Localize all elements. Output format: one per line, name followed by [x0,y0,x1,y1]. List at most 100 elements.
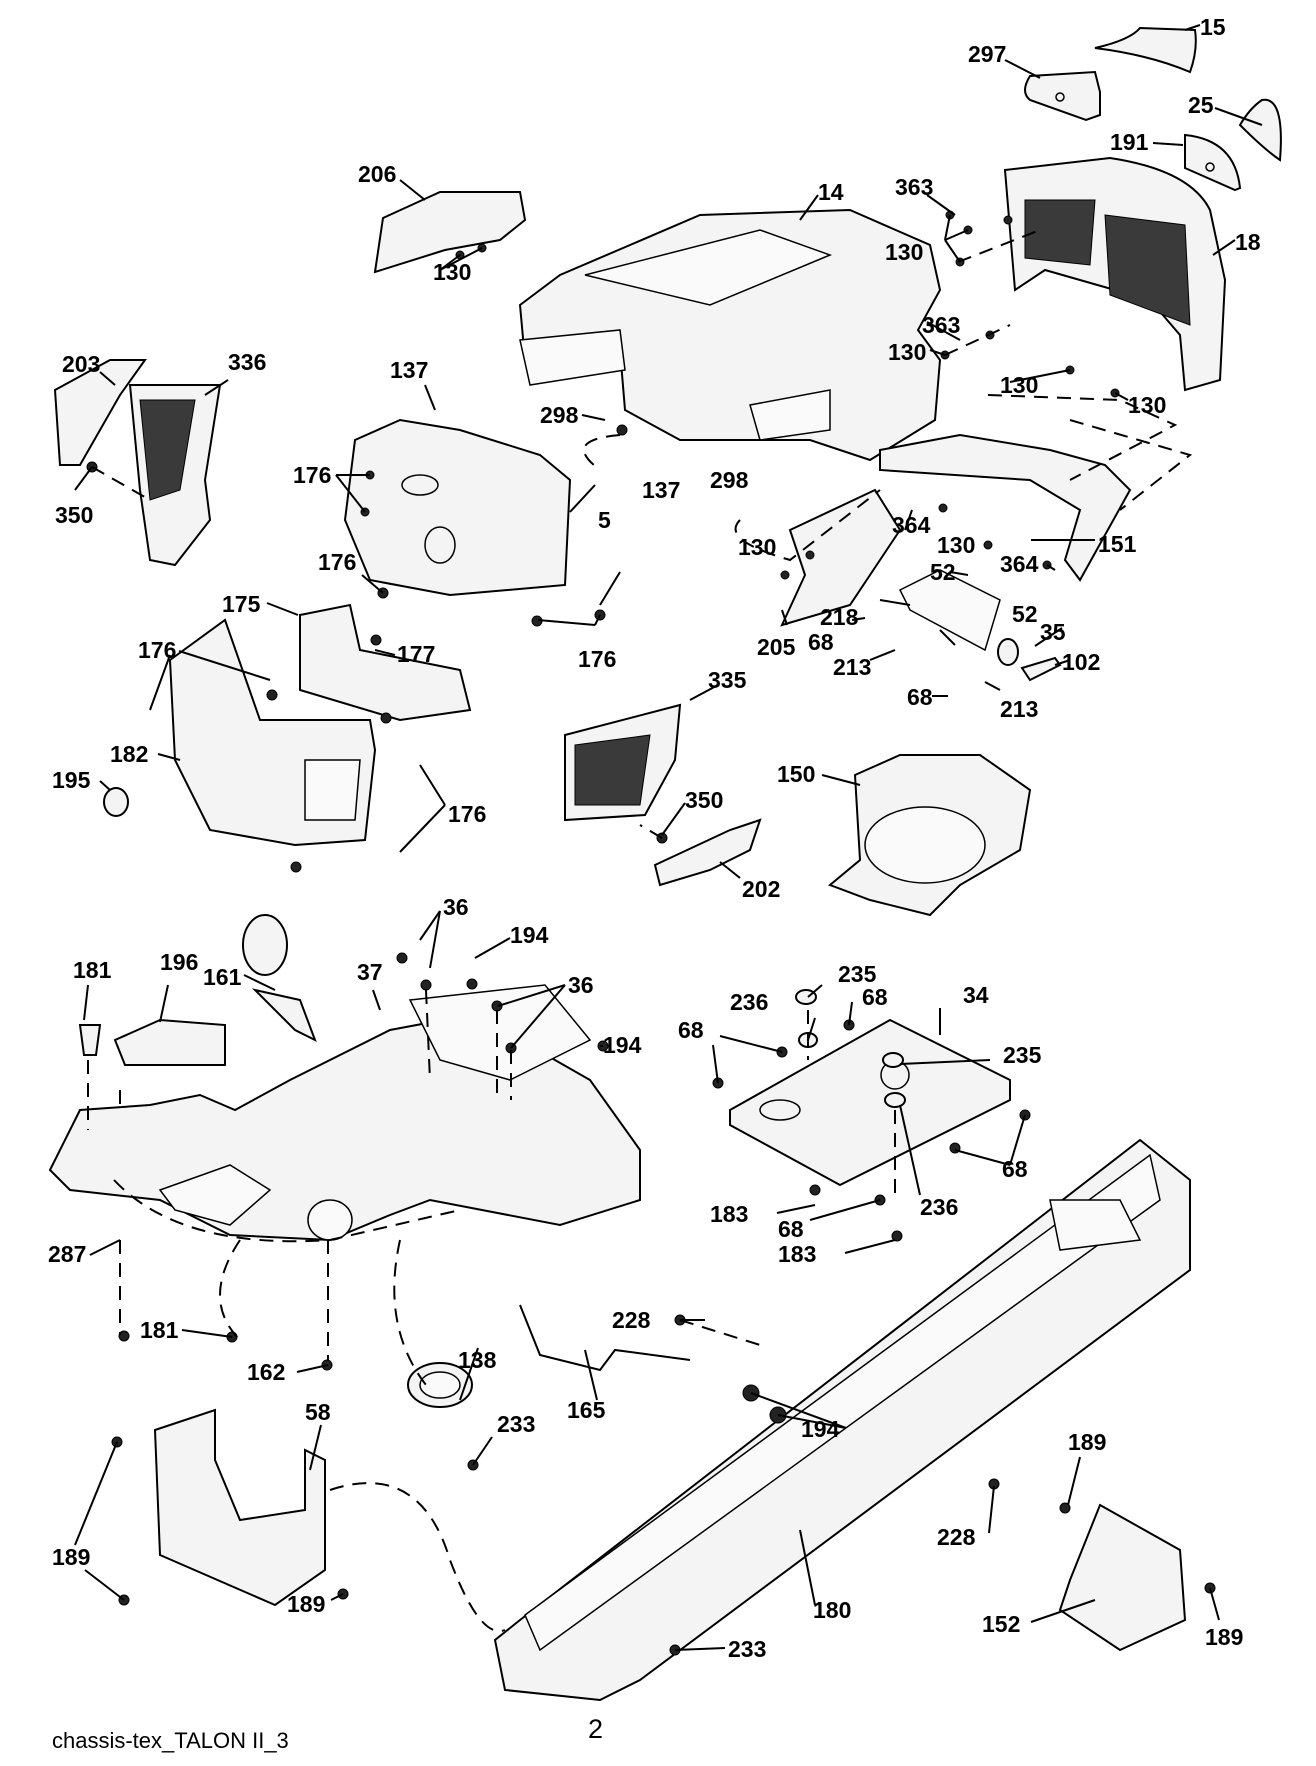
callout-176-b: 176 [318,549,356,575]
grommet-195 [103,787,129,817]
callout-202: 202 [742,876,780,902]
callout-189-a: 189 [1068,1429,1106,1455]
callout-36-b: 36 [568,972,594,998]
callout-183-a: 183 [710,1201,748,1227]
shield-205 [780,488,902,627]
callout-5: 5 [598,507,611,533]
spacer-235-b [882,1052,904,1068]
callout-165: 165 [567,1397,606,1423]
callout-180: 180 [813,1597,851,1623]
callout-130-c: 130 [888,339,926,365]
engine-plate-34 [729,1018,1011,1187]
callout-205: 205 [757,634,796,660]
lens-15 [1094,26,1197,74]
callouts: 15 297 25 191 18 14 206 363 130 130 363 … [48,14,1261,1662]
light-housing-191 [1184,133,1242,192]
callout-191: 191 [1110,129,1149,155]
bracket-175 [299,603,472,722]
callout-137-a: 137 [390,357,428,383]
callout-297: 297 [968,41,1006,67]
callout-161: 161 [203,964,242,990]
callout-189-d: 189 [1205,1624,1243,1650]
spacer-236-b [884,1092,906,1108]
callout-236-b: 236 [920,1194,958,1220]
callout-196: 196 [160,949,198,975]
hood-14 [518,208,942,462]
shroud-150 [828,754,1032,917]
bracket-203 [53,359,147,466]
callout-287: 287 [48,1241,86,1267]
mounting-plate-218 [898,569,1001,652]
callout-130-d: 130 [1000,372,1038,398]
callout-298-a: 298 [540,402,579,428]
callout-206: 206 [358,161,396,187]
callout-194-b: 194 [603,1032,642,1058]
boot-138 [407,1362,473,1408]
callout-233-b: 233 [728,1636,766,1662]
callout-181-a: 181 [73,957,112,983]
callout-194-a: 194 [510,922,549,948]
callout-194-c: 194 [801,1416,840,1442]
callout-213-b: 213 [1000,696,1038,722]
callout-195: 195 [52,767,91,793]
callout-52-b: 52 [1012,601,1038,627]
callout-58: 58 [305,1399,331,1425]
callout-363-a: 363 [895,174,933,200]
callout-36-a: 36 [443,894,469,920]
callout-364-a: 364 [892,512,931,538]
callout-130-g: 130 [937,532,975,558]
bracket-202 [653,818,762,887]
callout-37: 37 [357,959,383,985]
bracket-151 [879,433,1132,582]
callout-68-c: 68 [862,984,888,1010]
page-number: 2 [588,1714,604,1744]
dash-panel-206 [373,191,527,274]
callout-183-b: 183 [778,1241,816,1267]
callout-176-e: 176 [448,801,486,827]
callout-137-b: 137 [642,477,680,503]
callout-189-c: 189 [287,1591,325,1617]
callout-298-b: 298 [710,467,749,493]
washer-35 [997,638,1019,666]
lens-25 [1238,98,1282,162]
callout-130-f: 130 [738,534,776,560]
clip-102 [1020,656,1062,682]
callout-130-e: 130 [1128,392,1166,418]
callout-236-a: 236 [730,989,768,1015]
front-panel-182 [168,618,377,847]
callout-182: 182 [110,741,148,767]
callout-52-a: 52 [930,559,956,585]
callout-18: 18 [1235,229,1261,255]
leader-lines [74,24,1263,1651]
callout-181-b: 181 [140,1317,179,1343]
rod-165 [519,1304,691,1372]
callout-68-a: 68 [808,629,834,655]
frame-180 [493,1138,1191,1702]
callout-130-b: 130 [433,259,471,285]
skid-plate-152 [1058,1503,1187,1652]
callout-336: 336 [228,349,266,375]
front-grille-18 [1003,156,1227,392]
callout-175: 175 [222,591,261,617]
callout-14: 14 [818,179,844,205]
assembly-paths [87,229,1193,1633]
callout-189-b: 189 [52,1544,90,1570]
callout-68-f: 68 [778,1216,804,1242]
fastener-181-top [78,1024,102,1056]
callout-15: 15 [1200,14,1226,40]
callout-176-c: 176 [578,646,616,672]
callout-25: 25 [1188,92,1214,118]
callout-102: 102 [1062,649,1100,675]
callout-130-a: 130 [885,239,923,265]
light-housing-297 [1024,70,1101,122]
knob-161 [242,914,317,1043]
callout-176-a: 176 [293,462,331,488]
side-grille-336 [128,384,222,567]
callout-218: 218 [820,604,859,630]
callout-228-b: 228 [937,1524,976,1550]
callout-228-a: 228 [612,1307,651,1333]
callout-35: 35 [1040,619,1066,645]
callout-350-a: 350 [55,502,93,528]
callout-177: 177 [397,641,435,667]
